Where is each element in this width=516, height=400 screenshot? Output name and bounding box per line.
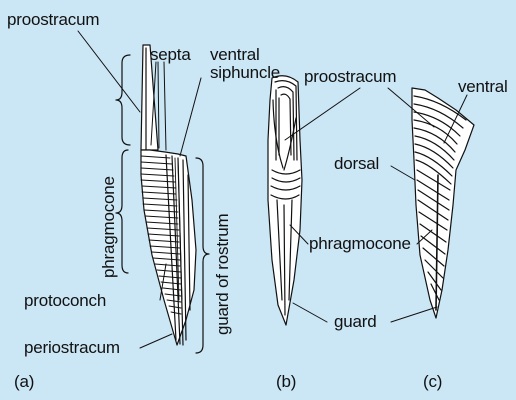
label-septa: septa	[150, 46, 191, 63]
label-ventral-siphuncle-1: ventral	[210, 46, 260, 63]
caption-b: (b)	[276, 373, 296, 390]
label-guard-bc: guard	[334, 313, 376, 330]
label-protoconch: protoconch	[24, 292, 106, 309]
label-guard-of-rostrum: guard of rostrum	[214, 213, 231, 335]
caption-a: (a)	[14, 373, 34, 390]
label-phragmocone-a: phragmocone	[100, 176, 117, 278]
label-ventral-siphuncle-2: siphuncle	[210, 64, 280, 81]
caption-c: (c)	[423, 373, 442, 390]
label-proostracum-bc: proostracum	[304, 68, 396, 85]
label-proostracum-a: proostracum	[7, 11, 99, 28]
fossil-a	[141, 45, 196, 345]
label-periostracum: periostracum	[24, 339, 120, 356]
label-dorsal-c: dorsal	[334, 155, 379, 172]
fossil-c	[412, 88, 474, 318]
fossil-b	[268, 76, 302, 325]
label-phragmocone-bc: phragmocone	[309, 235, 411, 252]
label-ventral-c: ventral	[458, 78, 508, 95]
